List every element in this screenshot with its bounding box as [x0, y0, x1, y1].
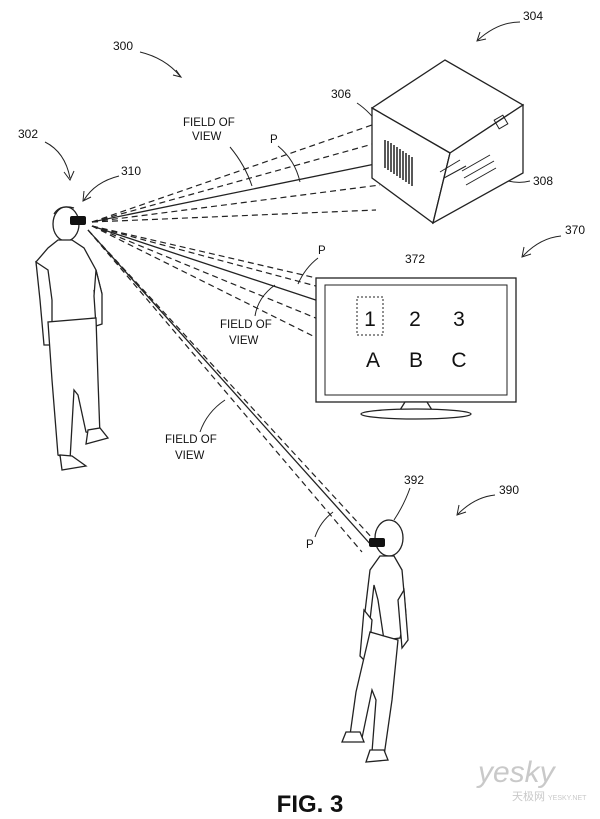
package-box: [370, 59, 525, 225]
ref-392: 392: [404, 473, 424, 487]
sight-lines-to-person: [87, 229, 375, 553]
fov-label-low-line2: VIEW: [175, 450, 205, 462]
arrow-300: [139, 51, 181, 77]
fov-label-low-line1: FIELD OF: [165, 434, 217, 446]
wearable-glasses-icon: [70, 216, 86, 225]
ref-308: 308: [533, 174, 553, 188]
display-char-3: 3: [453, 308, 465, 331]
point-leader-low: [314, 511, 334, 538]
fov-leader-mid: [254, 284, 276, 317]
ref-390: 390: [499, 483, 519, 497]
display-char-1: 1: [364, 308, 376, 331]
arrow-302: [44, 141, 71, 179]
arrow-310: [83, 175, 120, 201]
arrow-370-head: [521, 246, 532, 258]
wearable-glasses-icon: [369, 538, 385, 547]
watermark-brand: yesky: [476, 756, 557, 789]
shipping-label-icon: [439, 114, 509, 186]
point-label-mid: P: [318, 245, 326, 257]
fov-leader-top: [229, 146, 253, 187]
arrow-304-head: [476, 31, 487, 42]
fov-label-top-line2: VIEW: [192, 131, 222, 143]
point-label-top: P: [270, 134, 278, 146]
point-leader-mid: [297, 257, 319, 285]
user-figure-left: [35, 206, 110, 471]
figure-caption: FIG. 3: [277, 791, 344, 818]
viewed-person-figure: [341, 519, 409, 763]
sight-lines-to-package: [91, 124, 381, 223]
display-char-a: A: [366, 349, 380, 372]
ref-302: 302: [18, 127, 38, 141]
arrow-302-head: [63, 170, 75, 181]
fov-label-mid-line2: VIEW: [229, 335, 259, 347]
ref-370: 370: [565, 223, 585, 237]
ref-304: 304: [523, 9, 543, 23]
arrow-304: [477, 21, 521, 41]
fov-label-mid-line1: FIELD OF: [220, 319, 272, 331]
fov-label-top-line1: FIELD OF: [183, 117, 235, 129]
point-label-low: P: [306, 539, 314, 551]
arrow-310-head: [82, 190, 92, 202]
watermark-sub: 天极网: [512, 789, 545, 803]
arrow-390: [457, 494, 496, 515]
ref-306: 306: [331, 87, 351, 101]
selection-box: [356, 296, 384, 336]
point-leader-top: [277, 145, 301, 183]
arrow-300-head: [172, 69, 183, 78]
watermark-url: YESKY.NET: [548, 795, 587, 802]
arrow-390-head: [456, 504, 467, 516]
display-char-c: C: [451, 349, 466, 372]
display-monitor: [315, 277, 517, 420]
arrow-370: [522, 235, 562, 257]
ref-300: 300: [113, 39, 133, 53]
barcode-icon: [384, 140, 413, 186]
fov-leader-low: [199, 399, 226, 433]
display-char-b: B: [409, 349, 423, 372]
leader-392: [393, 487, 411, 521]
display-char-2: 2: [409, 308, 421, 331]
ref-372: 372: [405, 252, 425, 266]
ref-310: 310: [121, 164, 141, 178]
